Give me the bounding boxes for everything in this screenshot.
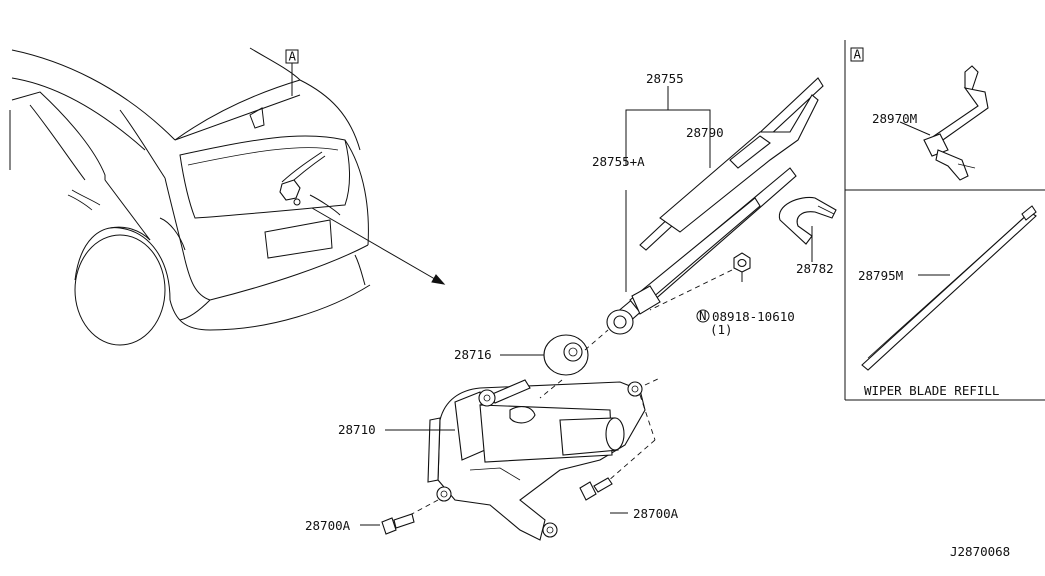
- wiper-blade-refill-28795m: 28795M WIPER BLADE REFILL: [858, 205, 1037, 398]
- drawing-id: J2870068: [950, 544, 1010, 559]
- bolt-28700a-left: [381, 513, 415, 535]
- wiper-arm-28755: [606, 77, 824, 335]
- label-28710: 28710: [338, 422, 376, 437]
- label-28755a: 28755+A: [592, 154, 645, 169]
- label-28700a-left: 28700A: [305, 518, 351, 533]
- nut-08918-10610: [649, 252, 751, 311]
- label-28795m: 28795M: [858, 268, 903, 283]
- label-nut-code: N: [699, 308, 707, 323]
- wiper-cap-28782: [778, 196, 837, 245]
- vehicle-rear-illustration: [9, 47, 371, 346]
- label-28782: 28782: [796, 261, 834, 276]
- view-a-marker-label: A: [289, 49, 297, 64]
- label-28970m: 28970M: [872, 111, 917, 126]
- label-28700a-right: 28700A: [633, 506, 679, 521]
- detail-panel: A: [844, 40, 1045, 401]
- assembly-location-arrow: [311, 207, 446, 285]
- label-nut-qty: (1): [710, 322, 733, 337]
- washer-nozzle-28970m: 28970M: [872, 65, 989, 181]
- callout-labels: 28755 28790 28755+A 28782 N 08918-10610 …: [305, 71, 834, 533]
- wiper-motor-28710: [409, 377, 661, 541]
- label-28790: 28790: [686, 125, 724, 140]
- detail-view-a-label: A: [854, 47, 862, 62]
- bolt-28700a-right: [579, 477, 613, 501]
- label-28716: 28716: [454, 347, 492, 362]
- view-a-marker: A: [285, 49, 299, 96]
- label-28755: 28755: [646, 71, 684, 86]
- pivot-cap-28716: [543, 329, 609, 376]
- refill-caption: WIPER BLADE REFILL: [864, 383, 999, 398]
- label-nut-part: 08918-10610: [712, 309, 795, 324]
